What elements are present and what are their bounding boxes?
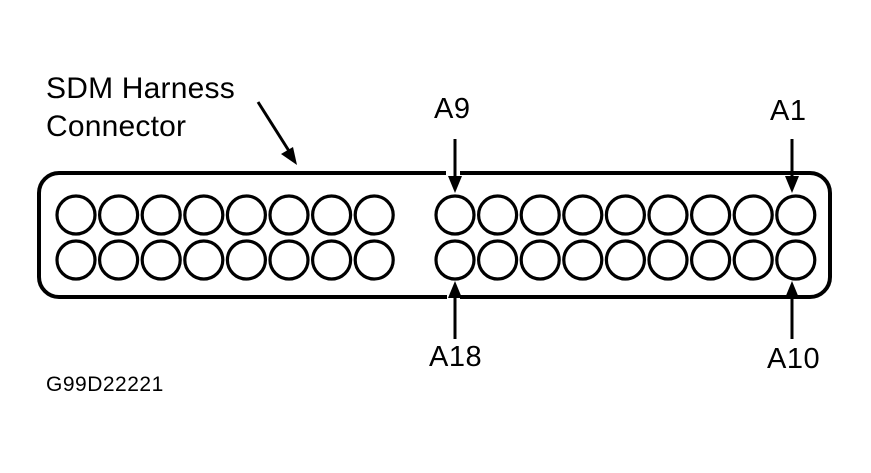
connector-cavity-right-r2-c8 — [732, 239, 774, 281]
pin-label-a10: A10 — [767, 343, 821, 375]
caption-line-1: SDM Harness — [46, 72, 235, 105]
connector-cavity-right-r2-c9 — [775, 239, 817, 281]
connector-cavity-left-r2-c7 — [311, 239, 353, 281]
connector-cavity-left-r2-c3 — [140, 239, 182, 281]
connector-cavity-left-r2-c4 — [183, 239, 225, 281]
connector-cavity-left-r1-c8 — [353, 194, 395, 236]
connector-cavity-left-r2-c8 — [353, 239, 395, 281]
pin-label-a1: A1 — [770, 95, 807, 127]
connector-cavity-left-r1-c3 — [140, 194, 182, 236]
a10-arrow — [785, 281, 799, 339]
connector-cavity-right-r2-c5 — [604, 239, 647, 281]
connector-cavity-left-r2-c2 — [97, 239, 140, 281]
connector-cavity-left-r1-c4 — [183, 194, 225, 236]
a1-arrow — [785, 139, 799, 193]
caption-leader-arrow — [256, 101, 297, 165]
connector-cavity-right-r1-c8 — [732, 194, 774, 236]
connector-cavity-right-r1-c2 — [477, 194, 519, 236]
connector-cavity-right-r1-c9 — [775, 194, 817, 236]
connector-cavity-right-r2-c7 — [689, 239, 732, 281]
connector-cavity-right-r2-c6 — [647, 239, 689, 281]
connector-cavity-left-r1-c5 — [225, 194, 267, 236]
connector-cavity-right-r1-c5 — [604, 194, 647, 236]
connector-cavity-left-r2-c6 — [268, 239, 310, 281]
connector-cavities — [55, 194, 817, 281]
a9-arrow — [448, 139, 462, 193]
connector-cavity-left-r1-c6 — [268, 194, 310, 236]
connector-cavity-right-r1-c7 — [689, 194, 732, 236]
connector-cavity-left-r2-c1 — [55, 239, 97, 281]
pin-label-a18: A18 — [429, 341, 483, 373]
connector-housing — [37, 171, 832, 299]
connector-cavity-right-r1-c4 — [562, 194, 604, 236]
a18-arrow — [448, 281, 462, 339]
connector-cavity-right-r1-c6 — [647, 194, 689, 236]
caption-line-2: Connector — [46, 110, 187, 143]
connector-cavity-right-r2-c1 — [434, 239, 476, 281]
connector-cavity-right-r2-c3 — [519, 239, 561, 281]
connector-cavity-left-r1-c2 — [97, 194, 140, 236]
connector-cavity-right-r1-c3 — [519, 194, 561, 236]
pin-label-a9: A9 — [434, 93, 471, 125]
connector-cavity-right-r1-c1 — [434, 194, 476, 236]
connector-cavity-right-r2-c2 — [477, 239, 519, 281]
connector-cavity-left-r1-c7 — [311, 194, 353, 236]
connector-cavity-right-r2-c4 — [562, 239, 604, 281]
connector-cavity-left-r2-c5 — [225, 239, 267, 281]
connector-cavity-left-r1-c1 — [55, 194, 97, 236]
housing-gap-top — [446, 169, 460, 178]
figure-id: G99D22221 — [46, 373, 164, 396]
